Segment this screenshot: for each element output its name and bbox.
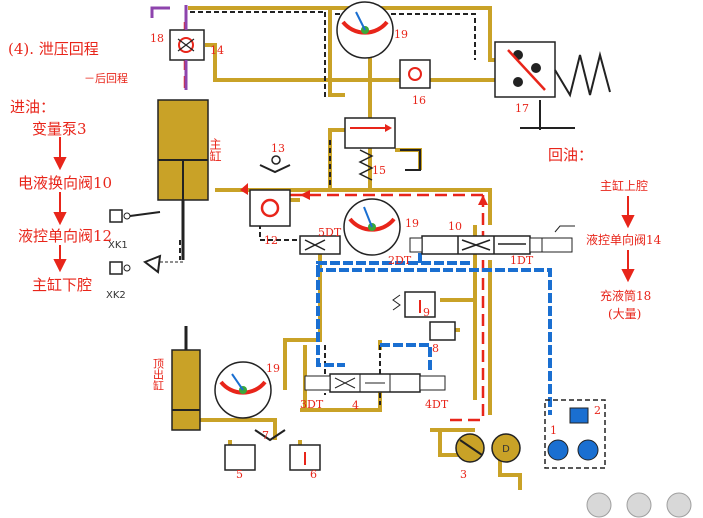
- return-step-4: (大量): [608, 307, 641, 321]
- pump-3: D: [455, 433, 521, 463]
- return-arrows: [621, 196, 635, 283]
- valve-8-9: [392, 291, 456, 341]
- label-18: 18: [150, 32, 164, 45]
- limit-switches: [109, 209, 183, 275]
- label-15: 15: [372, 164, 386, 177]
- diagram-subtitle: －后回程: [84, 72, 128, 85]
- nav-buttons: [586, 492, 692, 518]
- label-main-cylinder: 主缸: [208, 138, 222, 162]
- return-step-2: 液控单向阀14: [586, 232, 662, 247]
- label-5: 5: [236, 468, 243, 481]
- inlet-step-4: 主缸下腔: [32, 276, 92, 294]
- valve-17: [494, 41, 611, 130]
- svg-text:D: D: [502, 444, 510, 455]
- valve-dt1: [299, 235, 341, 255]
- valve-15: [344, 117, 421, 181]
- label-xk1: XK1: [108, 240, 128, 251]
- main-cylinder: [157, 99, 209, 260]
- pump-1-2: [544, 399, 606, 469]
- label-16: 16: [412, 94, 426, 107]
- label-1: 1: [550, 424, 557, 437]
- inlet-step-2: 电液换向阀10: [18, 174, 112, 192]
- gauge-19-bottom: [214, 361, 272, 419]
- gauge-19-mid: [343, 198, 401, 256]
- label-6: 6: [310, 468, 317, 481]
- inlet-arrows: [53, 137, 67, 273]
- inlet-step-1: 变量泵3: [32, 120, 87, 138]
- valve-4: [304, 373, 446, 393]
- label-8: 8: [432, 342, 439, 355]
- label-13: 13: [271, 142, 285, 155]
- label-3dt: 3DT: [300, 398, 324, 411]
- label-ejector-cylinder: 顶出缸: [152, 358, 165, 391]
- valve-18-14: [150, 5, 205, 90]
- pilot-lines: [179, 11, 476, 405]
- ejector-cylinder: [171, 326, 201, 431]
- diagram-title: (4). 泄压回程: [8, 40, 99, 58]
- label-9: 9: [423, 306, 430, 319]
- valve-16: [399, 59, 431, 89]
- label-4: 4: [352, 399, 359, 412]
- inlet-step-3: 液控单向阀12: [18, 227, 112, 245]
- label-2: 2: [594, 404, 601, 417]
- label-19-mid: 19: [405, 217, 419, 230]
- label-19-bottom: 19: [266, 362, 280, 375]
- label-10: 10: [448, 220, 462, 233]
- pressure-arrows: [240, 183, 488, 205]
- label-3: 3: [460, 468, 467, 481]
- label-12: 12: [264, 234, 278, 247]
- label-7: 7: [262, 429, 269, 442]
- label-1dt: 1DT: [510, 254, 534, 267]
- label-4dt: 4DT: [425, 398, 449, 411]
- label-5dt: 5DT: [318, 226, 342, 239]
- return-lines: [316, 253, 552, 415]
- inlet-heading: 进油：: [10, 98, 55, 116]
- return-heading: 回油：: [548, 146, 593, 164]
- valve-12-13: [249, 155, 291, 227]
- gauge-19-top: [336, 1, 394, 59]
- label-19-top: 19: [394, 28, 408, 41]
- valves-5-6-7: [224, 429, 321, 471]
- label-xk2: XK2: [106, 290, 126, 301]
- label-2dt: 2DT: [388, 254, 412, 267]
- return-step-3: 充液筒18: [600, 288, 651, 303]
- label-14: 14: [210, 44, 224, 57]
- valve-10: [409, 225, 575, 255]
- label-17: 17: [515, 102, 529, 115]
- return-step-1: 主缸上腔: [600, 178, 648, 193]
